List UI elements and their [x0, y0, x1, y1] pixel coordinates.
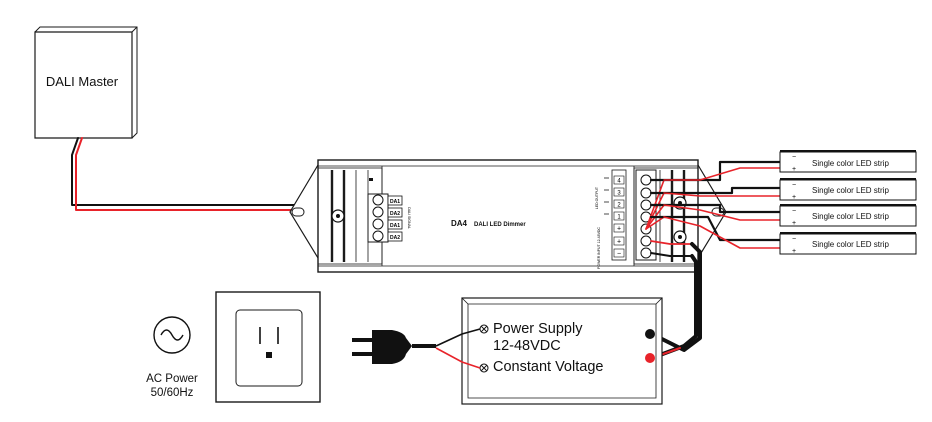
- led-strip-label: Single color LED strip: [812, 240, 889, 249]
- terminal-label-da1-a: DA1: [390, 199, 400, 205]
- dali-terminal-block: DA1 DA2 DA1 DA2 DALI SIGNAL: [331, 193, 411, 243]
- ac-power-label: AC Power: [146, 373, 198, 385]
- led-strip-2: Single color LED strip − +: [779, 178, 917, 201]
- terminal-label-da2-a: DA2: [390, 211, 400, 217]
- wall-outlet: [215, 291, 321, 403]
- dali-signal-note: DALI SIGNAL: [407, 207, 411, 229]
- ac-power-symbol: AC Power 50/60Hz: [146, 316, 198, 399]
- terminal-label-da1-b: DA1: [390, 223, 400, 229]
- led-strip-1: Single color LED strip − +: [779, 150, 917, 173]
- dali-master-device: DALI Master: [34, 26, 138, 139]
- sine-wave-icon: [160, 329, 184, 341]
- ac-plug: [352, 328, 481, 369]
- power-supply-voltage: 12-48VDC: [493, 338, 561, 354]
- led-output-label: LED OUTPUT: [595, 186, 599, 209]
- dali-bus-wires: [71, 137, 381, 211]
- power-plus-sign: +: [617, 239, 621, 246]
- led-strip-label: Single color LED strip: [812, 186, 889, 195]
- output-channel-1: 1: [617, 215, 621, 221]
- led-strip-label: Single color LED strip: [812, 212, 889, 221]
- ac-frequency-label: 50/60Hz: [151, 387, 194, 399]
- led-strip-3: Single color LED strip − +: [779, 204, 917, 227]
- strip-minus-sign: −: [792, 154, 796, 161]
- dimmer-name: DALI LED Dimmer: [474, 222, 526, 228]
- dali-master-label: DALI Master: [46, 74, 119, 89]
- led-strip-4: Single color LED strip − +: [779, 232, 917, 255]
- terminal-label-da2-b: DA2: [390, 235, 400, 241]
- led-strip-label: Single color LED strip: [812, 159, 889, 168]
- power-minus-sign: −: [617, 251, 621, 258]
- strip-minus-sign: −: [792, 208, 796, 215]
- power-supply-title: Power Supply: [493, 321, 583, 337]
- power-supply: Power Supply 12-48VDC Constant Voltage: [461, 297, 663, 405]
- strip-plus-sign: +: [792, 220, 796, 227]
- strip-plus-sign: +: [792, 248, 796, 255]
- output-channel-3: 3: [617, 191, 621, 197]
- strip-plus-sign: +: [792, 166, 796, 173]
- dimmer-model: DA4: [451, 219, 468, 228]
- output-channel-4: 4: [617, 179, 621, 185]
- output-common-sign: +: [617, 226, 621, 233]
- output-channel-2: 2: [617, 203, 621, 209]
- led-strips: Single color LED strip − + Single color …: [779, 150, 917, 255]
- strip-minus-sign: −: [792, 236, 796, 243]
- strip-minus-sign: −: [792, 182, 796, 189]
- led-output-wires: [645, 160, 782, 257]
- strip-plus-sign: +: [792, 194, 796, 201]
- power-supply-type: Constant Voltage: [493, 359, 603, 375]
- power-input-label: POWER INPUT 12-48VDC: [597, 227, 601, 269]
